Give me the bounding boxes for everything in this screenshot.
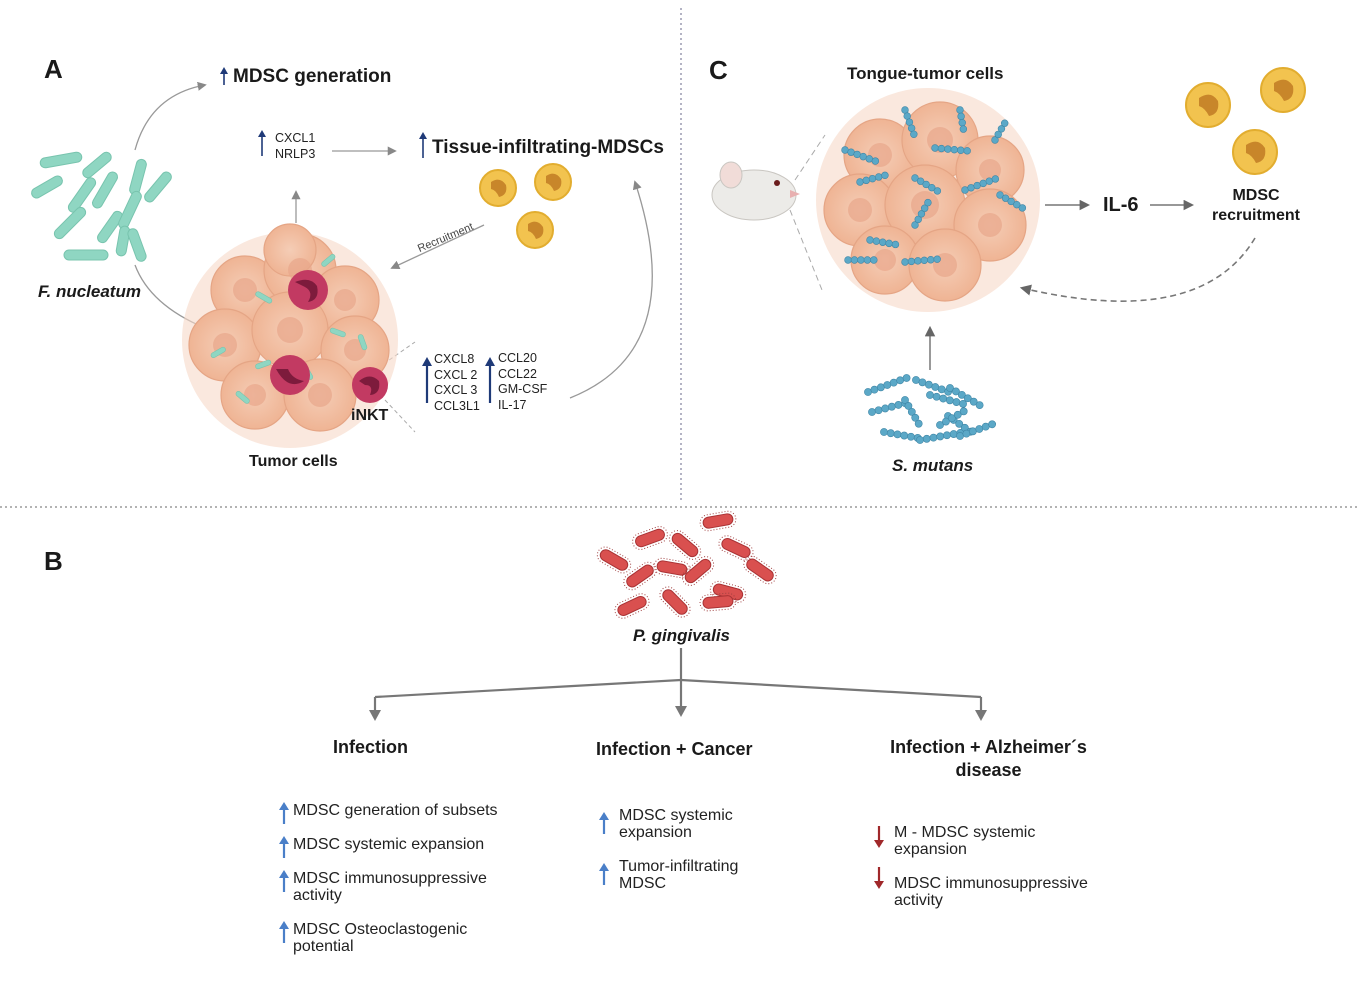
chemokine: CXCL8 [434, 352, 475, 366]
tongue-tumor-cluster [816, 88, 1040, 312]
streptococcus-chain [901, 396, 923, 428]
chemokine: IL-17 [498, 397, 527, 412]
p-gingivalis-rod [699, 592, 737, 612]
p-gingivalis-rod [614, 593, 650, 619]
arrow-fn-to-mdsc [134, 81, 207, 151]
p-gingivalis-rod [596, 546, 632, 574]
p-gingivalis-rod [632, 526, 668, 550]
category-infection: Infection [333, 737, 408, 757]
down-arrow-icon [874, 867, 884, 889]
streptococcus-chain [911, 198, 932, 229]
mouse-callout-top [794, 134, 826, 181]
category-infection-cancer: Infection + Cancer [596, 739, 753, 759]
panel-letter-b: B [44, 546, 63, 576]
chemokine-list-left: CXCL8 CXCL 2 CXCL 3 CCL3L1 [434, 352, 480, 414]
p-gingivalis-rod [718, 535, 754, 561]
tumor-cells-label: Tumor cells [249, 453, 338, 470]
callout-line-bottom [384, 399, 416, 433]
mdsc-generation-label: MDSC generation [233, 66, 392, 87]
streptococcus-chain [911, 174, 942, 195]
tree-arrows [373, 648, 983, 715]
chemokine: CXCL 3 [434, 383, 478, 397]
item-text: M - MDSC systemic expansion [894, 824, 1036, 858]
up-arrow-icon [279, 802, 289, 824]
mdsc-cells-panel-a [479, 163, 572, 249]
mdsc-recruitment-label: MDSC recruitment [1200, 186, 1312, 226]
streptococcus-chain [991, 119, 1009, 144]
p-gingivalis-label: P. gingivalis [633, 626, 731, 645]
streptococcus-chain [956, 420, 997, 440]
tissue-infiltrating-label: Tissue-infiltrating-MDSCs [432, 137, 664, 158]
chemokine-list-right: CCL20 CCL22 GM-CSF IL-17 [498, 351, 547, 413]
mdsc-cells-panel-c [1185, 67, 1306, 175]
recruitment-word: recruitment [1211, 207, 1301, 224]
p-gingivalis-bacteria [596, 510, 777, 619]
chemokine: CCL20 [498, 351, 537, 365]
tongue-tumor-label: Tongue-tumor cells [847, 64, 1004, 83]
category-infection-alzheimer: Infection + Alzheimer´s disease [890, 737, 1087, 780]
streptococcus-chain [880, 428, 922, 442]
mouse-callout-bottom [789, 209, 823, 291]
cxcl1-label: CXCL1 [275, 131, 316, 145]
p-gingivalis-rod [623, 561, 657, 591]
streptococcus-chain [866, 236, 900, 249]
item-text: MDSC immunosuppressive activity [293, 870, 487, 904]
f-nucleatum-label: F. nucleatum [38, 282, 141, 301]
streptococcus-chain [956, 106, 968, 133]
p-gingivalis-rod [668, 530, 702, 560]
item-text: MDSC generation of subsets [293, 802, 498, 819]
up-arrow-icon [279, 836, 289, 858]
f-nucleatum-bacteria [31, 151, 172, 262]
streptococcus-chain [912, 376, 953, 396]
tumor-cluster-a [182, 223, 398, 448]
arrow-recruitment-feedback [1019, 237, 1256, 302]
arrow-recruitment [390, 224, 485, 270]
chemokine: CCL3L1 [434, 398, 480, 413]
mdsc-word: MDSC [1232, 187, 1280, 204]
down-arrow-icon [874, 826, 884, 848]
item-text: MDSC systemic expansion [293, 836, 485, 853]
panel-letter-a: A [44, 54, 63, 84]
p-gingivalis-rod [653, 557, 691, 579]
chemokine: GM-CSF [498, 382, 548, 396]
panel-letter-c: C [709, 55, 728, 85]
item-text: Tumor-infiltrating MDSC [619, 858, 739, 892]
item-text: MDSC Osteoclastogenic potential [293, 921, 468, 955]
item-text: MDSC systemic expansion [619, 807, 733, 841]
streptococcus-chain [931, 144, 971, 155]
inkt-cells [270, 270, 388, 403]
arrow-chemokines-to-mdscs [569, 180, 653, 399]
streptococcus-chain [864, 374, 911, 396]
streptococcus-chain [901, 255, 941, 266]
streptococcus-chain [926, 391, 967, 408]
up-arrow-icon [279, 870, 289, 892]
chemokine: CCL22 [498, 366, 537, 381]
streptococcus-chain [961, 175, 1000, 194]
item-text: MDSC immunosuppressive activity [894, 875, 1088, 909]
streptococcus-chain [856, 171, 889, 186]
up-arrows-panel-a [220, 67, 495, 403]
streptococcus-chain [844, 256, 878, 264]
chemokine: CXCL 2 [434, 367, 478, 382]
streptococcus-chain [841, 146, 880, 165]
streptococcus-chain [901, 106, 918, 138]
streptococcus-chain [936, 407, 968, 429]
s-mutans-label: S. mutans [892, 456, 974, 475]
p-gingivalis-rod [659, 586, 691, 618]
nrlp3-label: NRLP3 [275, 147, 316, 161]
up-arrow-icon [279, 921, 289, 943]
streptococcus-chain [996, 191, 1027, 212]
up-arrow-icon [599, 812, 609, 834]
p-gingivalis-rod [699, 510, 737, 532]
streptococcus-chain [946, 384, 984, 409]
up-arrow-icon [599, 863, 609, 885]
s-mutans-bacteria [864, 374, 997, 444]
inkt-label: iNKT [351, 407, 389, 424]
p-gingivalis-rod [743, 555, 777, 585]
tree-arrowheads [369, 706, 987, 721]
mouse-illustration [711, 161, 800, 221]
il6-label: IL-6 [1103, 194, 1139, 216]
